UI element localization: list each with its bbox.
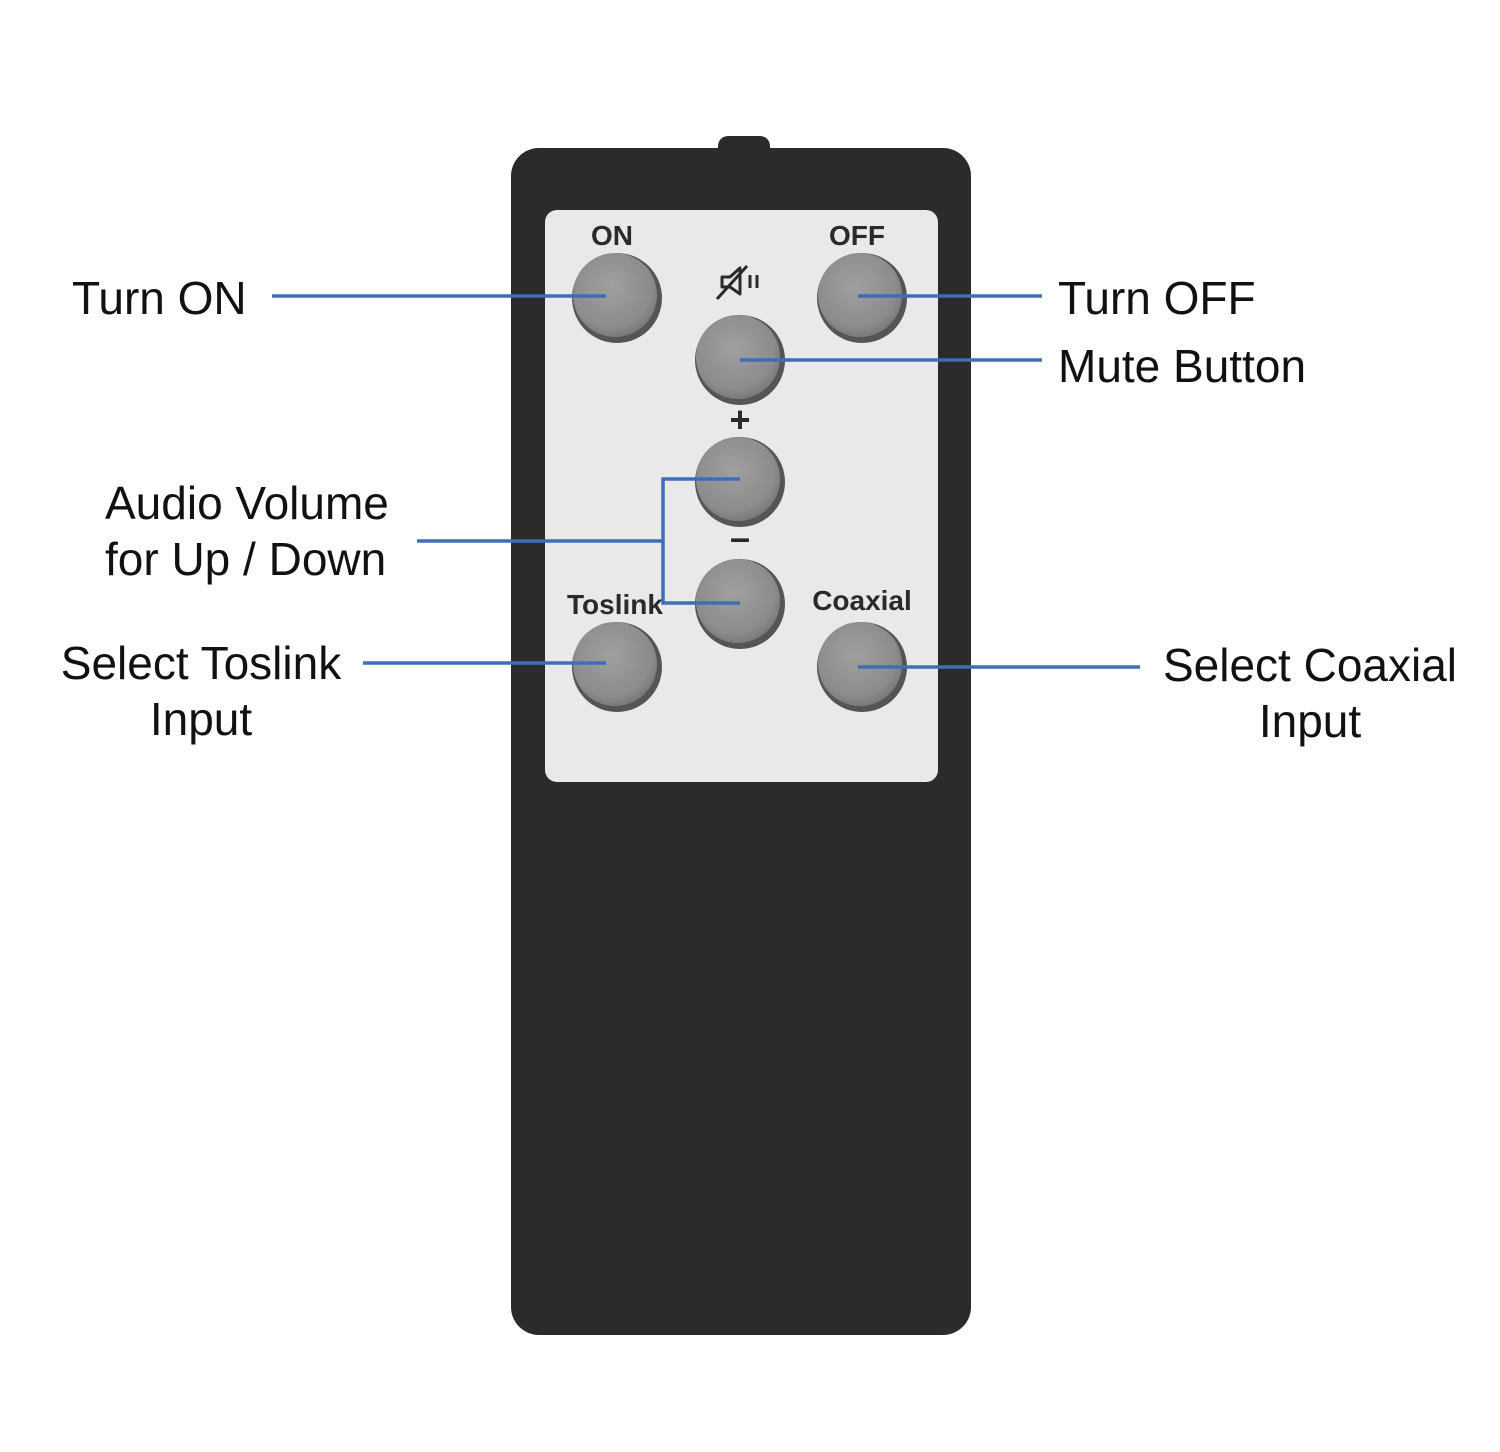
- speaker-mute-icon: [715, 264, 759, 301]
- plus-symbol: +: [729, 399, 750, 440]
- turn-on-label: Turn ON: [72, 272, 247, 324]
- leader-line-volume: [417, 477, 740, 605]
- power-on-button[interactable]: [572, 253, 662, 343]
- off-caption: OFF: [829, 220, 885, 251]
- coaxial-label-line2: Input: [1258, 695, 1362, 747]
- leader-lines: [272, 294, 1140, 669]
- coaxial-label: Select Coaxial Input: [1152, 637, 1468, 749]
- toslink-button[interactable]: [572, 622, 662, 712]
- volume-up-button[interactable]: [695, 437, 785, 527]
- toslink-label-line1: Select Toslink: [60, 637, 342, 689]
- volume-label-line2: for Up / Down: [105, 533, 387, 585]
- volume-label: Audio Volume for Up / Down: [105, 475, 389, 587]
- toslink-label-line2: Input: [149, 693, 253, 745]
- on-caption: ON: [591, 220, 633, 251]
- remote-ir-bump: [718, 136, 770, 158]
- coaxial-label-line1: Select Coaxial: [1162, 639, 1458, 691]
- turn-off-label: Turn OFF: [1058, 272, 1256, 324]
- volume-label-line1: Audio Volume: [105, 477, 389, 529]
- coaxial-caption: Coaxial: [812, 585, 912, 616]
- toslink-caption: Toslink: [567, 589, 663, 620]
- toslink-label: Select Toslink Input: [46, 635, 356, 747]
- minus-symbol: –: [730, 517, 750, 558]
- power-off-button[interactable]: [817, 253, 907, 343]
- mute-label: Mute Button: [1058, 340, 1307, 392]
